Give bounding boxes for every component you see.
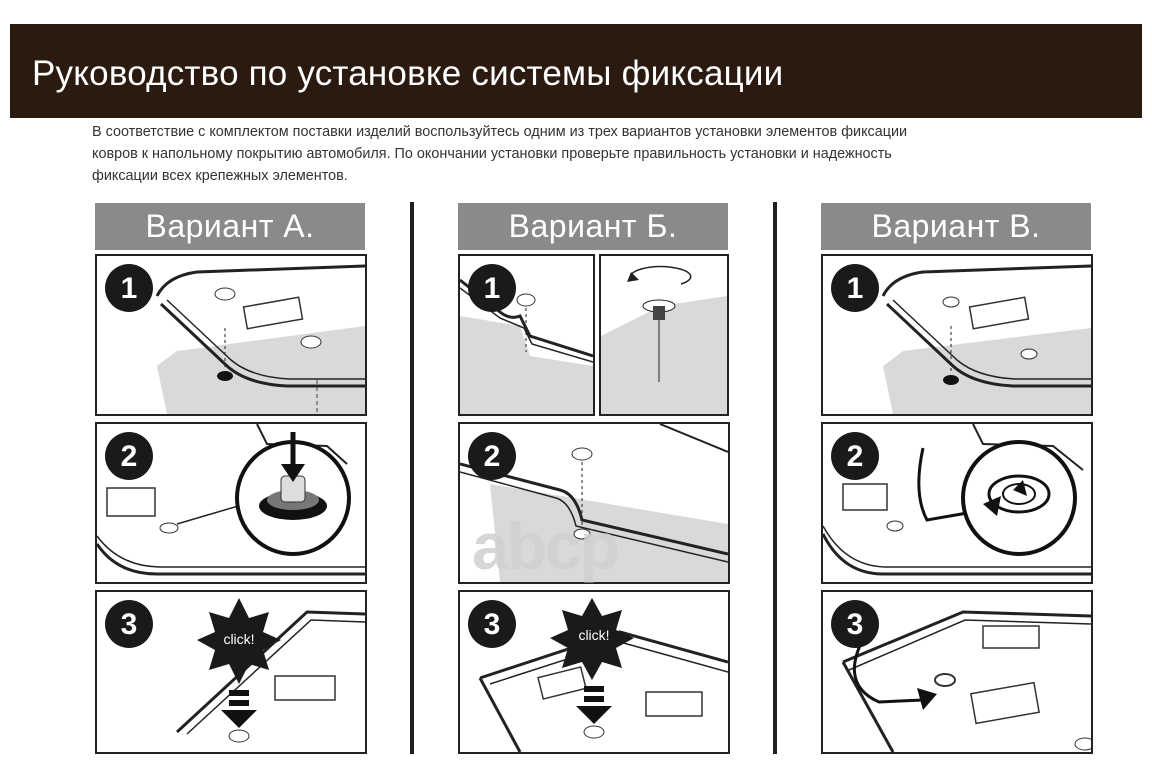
- variant-a-step-2-panel: 2: [95, 422, 367, 584]
- step-number: 2: [847, 440, 864, 473]
- column-divider-1: [410, 202, 414, 754]
- variant-b-step-2-illustration: [460, 424, 728, 582]
- step-1-badge-v: 1: [831, 264, 879, 312]
- page-title: Руководство по установке системы фиксаци…: [32, 54, 784, 93]
- variant-b-step-1a-panel: 1: [458, 254, 595, 416]
- variant-v-header: Вариант В.: [821, 203, 1091, 250]
- variant-a-step-3-panel: click! 3: [95, 590, 367, 754]
- title-bar: Руководство по установке системы фиксаци…: [10, 24, 1142, 118]
- variant-b-step-1b-panel: [599, 254, 729, 416]
- variant-a-step-2-illustration: [97, 424, 365, 576]
- variant-a-step-1-illustration: [155, 264, 365, 414]
- variant-b-step-3-illustration: click!: [478, 598, 728, 752]
- step-number: 3: [847, 608, 864, 641]
- intro-line-1: В соответствие с комплектом поставки изд…: [92, 124, 908, 140]
- variant-v-step-3-panel: 3: [821, 590, 1093, 754]
- click-label: click!: [578, 627, 609, 643]
- variant-b-step-1b-illustration: [601, 265, 727, 414]
- variant-b-step-3-panel: click! 3: [458, 590, 730, 754]
- intro-paragraph: В соответствие с комплектом поставки изд…: [92, 121, 1092, 187]
- step-number: 2: [121, 440, 138, 473]
- intro-line-3: фиксации всех крепежных элементов.: [92, 168, 348, 184]
- watermark: abcp: [472, 509, 620, 583]
- step-number: 1: [847, 272, 864, 305]
- variant-v-step-1-illustration: [881, 264, 1091, 414]
- variant-a-step-1-panel: 1: [95, 254, 367, 416]
- variant-v-step-1-panel: 1: [821, 254, 1093, 416]
- step-1-badge-b: 1: [468, 264, 516, 312]
- variant-a-header: Вариант А.: [95, 203, 365, 250]
- step-2-badge-a: 2: [105, 432, 153, 480]
- intro-line-2: ковров к напольному покрытию автомобиля.…: [92, 146, 892, 162]
- step-3-badge-b: 3: [468, 600, 516, 648]
- variant-v-step-2-illustration: [823, 424, 1091, 576]
- step-3-badge-a: 3: [105, 600, 153, 648]
- variant-a-step-3-illustration: click!: [175, 598, 365, 743]
- variant-b-step-2-panel: 2: [458, 422, 730, 584]
- step-number: 3: [121, 608, 138, 641]
- step-3-badge-v: 3: [831, 600, 879, 648]
- step-number: 2: [484, 440, 501, 473]
- variant-v-step-2-panel: 2: [821, 422, 1093, 584]
- step-2-badge-b: 2: [468, 432, 516, 480]
- step-number: 1: [121, 272, 138, 305]
- column-divider-2: [773, 202, 777, 754]
- step-1-badge-a: 1: [105, 264, 153, 312]
- step-2-badge-v: 2: [831, 432, 879, 480]
- variant-b-header: Вариант Б.: [458, 203, 728, 250]
- step-number: 1: [484, 272, 501, 305]
- click-label: click!: [223, 631, 254, 647]
- step-number: 3: [484, 608, 501, 641]
